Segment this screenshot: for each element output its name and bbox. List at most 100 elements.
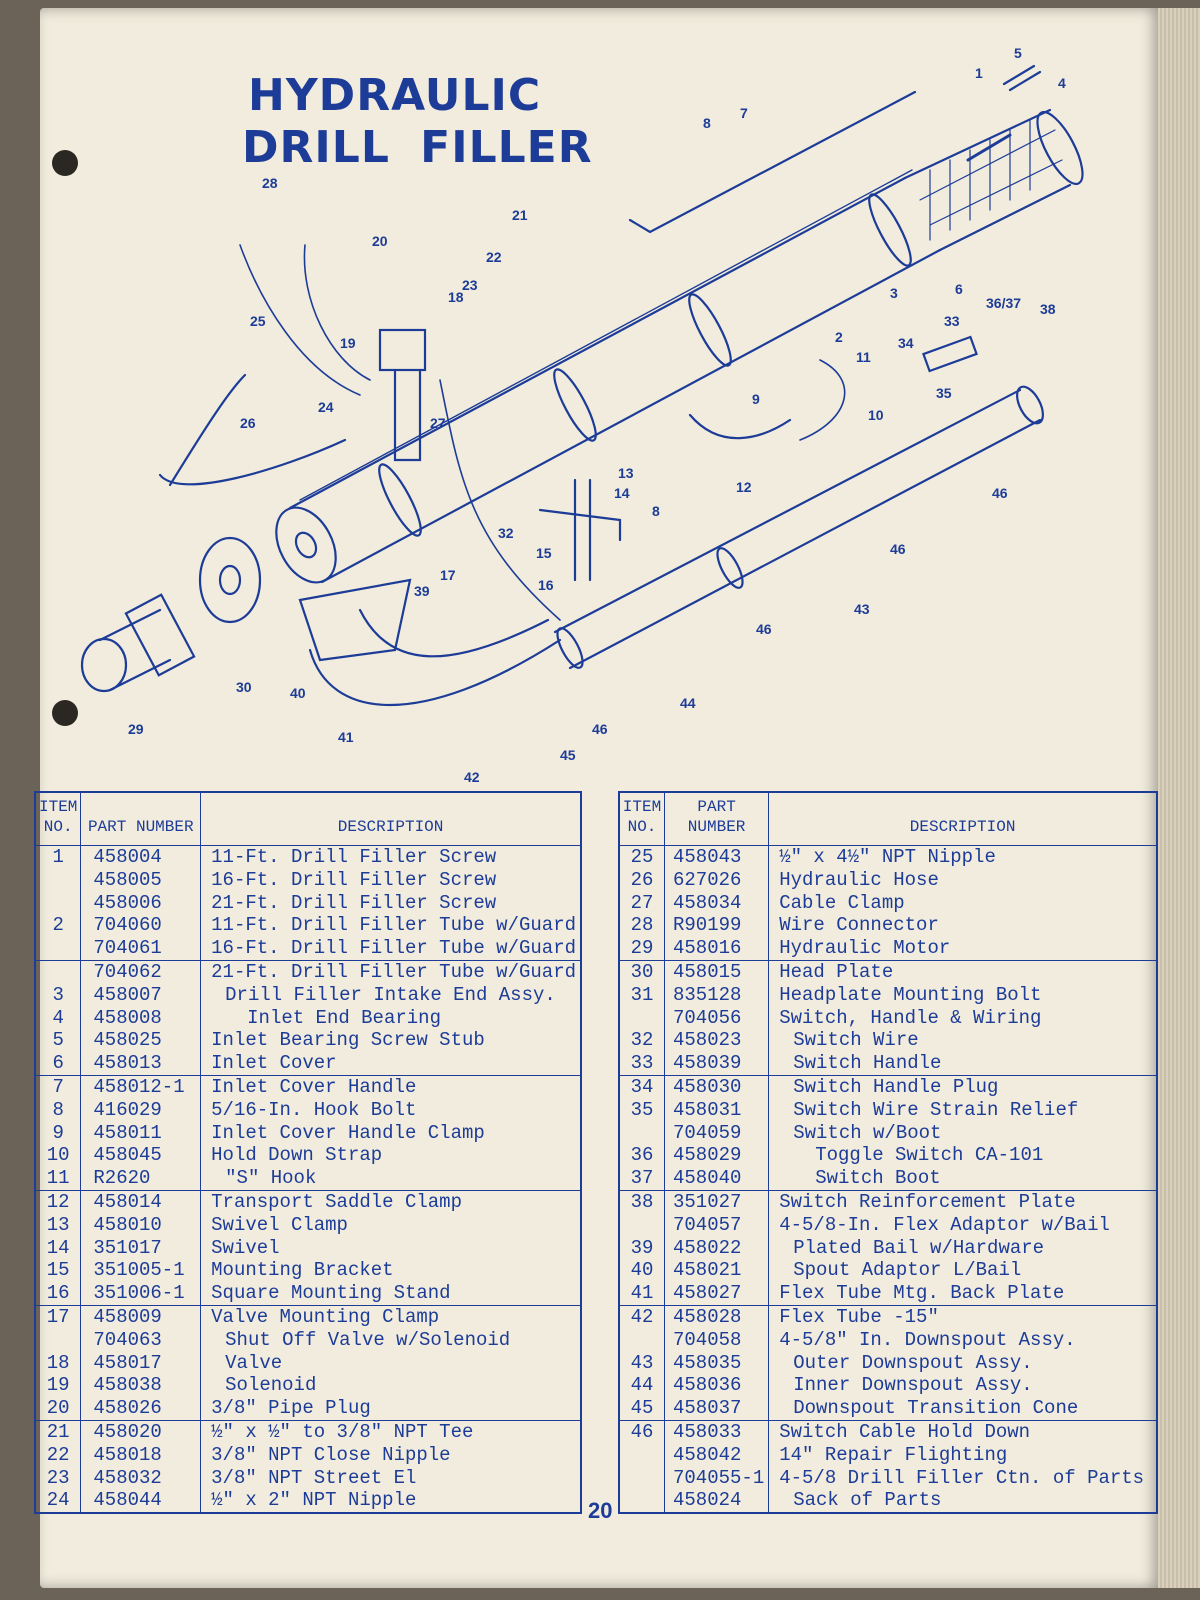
hydraulic-motor (80, 593, 196, 693)
cell-item (618, 1213, 665, 1237)
callout-43: 43 (854, 601, 870, 617)
cell-item: 11 (34, 1167, 82, 1191)
cell-desc: Switch Wire (768, 1029, 1158, 1053)
cell-part: R90199 (663, 914, 770, 938)
cell-part: 458009 (80, 1304, 202, 1329)
cell-part: 458030 (663, 1074, 770, 1099)
cell-desc: Flex Tube -15" (768, 1304, 1158, 1329)
callout-16: 16 (538, 577, 554, 593)
cell-desc: Sack of Parts (768, 1489, 1158, 1514)
header-item-no: ITEM NO. (618, 791, 665, 846)
cell-part: 458035 (663, 1351, 770, 1375)
cell-desc: Headplate Mounting Bolt (768, 983, 1158, 1007)
callout-13: 13 (618, 465, 634, 481)
callout-45: 45 (560, 747, 576, 763)
downspout-assembly (553, 385, 1044, 670)
cell-part: 458045 (80, 1144, 202, 1168)
cell-item: 18 (34, 1351, 82, 1375)
cell-desc: "S" Hook (200, 1167, 582, 1191)
callout-35: 35 (936, 385, 952, 401)
cell-part: 458006 (80, 891, 202, 915)
cell-desc: 21-Ft. Drill Filler Tube w/Guard (200, 959, 582, 984)
cell-item: 19 (34, 1374, 82, 1398)
cell-desc: 11-Ft. Drill Filler Screw (200, 844, 582, 869)
cell-desc: Switch Boot (768, 1167, 1158, 1191)
cell-part: 351005-1 (80, 1259, 202, 1283)
cell-desc: Switch Wire Strain Relief (768, 1098, 1158, 1122)
callout-11: 11 (856, 349, 871, 365)
cell-item: 30 (618, 959, 665, 984)
callout-36-37: 36/37 (986, 295, 1021, 311)
page-stack-edge (1158, 8, 1200, 1588)
cell-part: 351027 (663, 1189, 770, 1214)
cell-item: 6 (34, 1052, 82, 1076)
cell-desc: Downspout Transition Cone (768, 1397, 1158, 1421)
title-line-2: DRILL FILLER (242, 122, 593, 173)
cell-item: 17 (34, 1304, 82, 1329)
cell-item: 3 (34, 983, 82, 1007)
drill-filler-tube (275, 169, 942, 584)
cell-part: 458017 (80, 1351, 202, 1375)
callout-46c: 46 (756, 621, 772, 637)
shut-off-valve (378, 328, 427, 372)
cell-item: 16 (34, 1282, 82, 1306)
cell-item: 36 (618, 1144, 665, 1168)
cell-desc: Drill Filler Intake End Assy. (200, 983, 582, 1007)
cell-part: 458040 (663, 1167, 770, 1191)
callout-40: 40 (290, 685, 306, 701)
cell-part: 704061 (80, 937, 202, 961)
cell-item (618, 1466, 665, 1490)
cell-item: 15 (34, 1259, 82, 1283)
cell-desc: Switch, Handle & Wiring (768, 1006, 1158, 1030)
cell-part: 458012-1 (80, 1074, 202, 1099)
cell-part: 458016 (663, 937, 770, 961)
cell-part: 351006-1 (80, 1282, 202, 1306)
callout-5: 5 (1014, 45, 1022, 61)
callout-17: 17 (440, 567, 456, 583)
cell-item: 14 (34, 1236, 82, 1260)
cell-part: 458007 (80, 983, 202, 1007)
hydraulic-hose-upper (168, 373, 247, 487)
binder-hole-top (52, 150, 78, 176)
callout-15: 15 (536, 545, 552, 561)
cell-part: 704057 (663, 1213, 770, 1237)
cell-item: 41 (618, 1282, 665, 1306)
callout-28: 28 (262, 175, 278, 191)
cell-part: 704062 (80, 959, 202, 984)
cell-desc: 3/8" NPT Close Nipple (200, 1443, 582, 1467)
flex-tube (308, 608, 562, 706)
cell-part: 416029 (80, 1098, 202, 1122)
cell-item (34, 937, 82, 961)
callout-30: 30 (236, 679, 252, 695)
cell-part: 458032 (80, 1466, 202, 1490)
hydraulic-hose-lower (158, 438, 347, 486)
cell-part: 627026 (663, 868, 770, 892)
cell-desc: Spout Adaptor L/Bail (768, 1259, 1158, 1283)
cell-part: 458028 (663, 1304, 770, 1329)
callout-4: 4 (1058, 75, 1066, 91)
valve-mounting-clamp (393, 368, 422, 462)
cell-item: 28 (618, 914, 665, 938)
cell-part: 458005 (80, 868, 202, 892)
